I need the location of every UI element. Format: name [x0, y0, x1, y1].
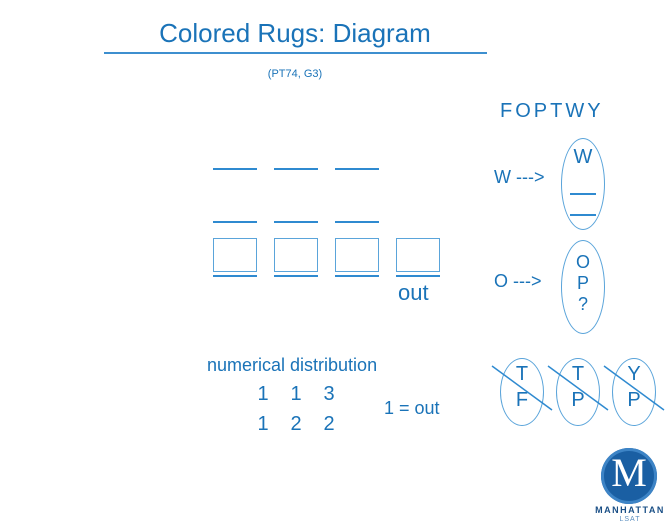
w-rule-label: W --->: [494, 167, 545, 187]
page-title: Colored Rugs: Diagram: [159, 18, 431, 48]
distribution-value: 1: [290, 383, 302, 405]
slot-line: [396, 275, 440, 277]
w-rule-blank: [570, 214, 596, 216]
page-subtitle: (PT74, G3): [267, 68, 323, 80]
distribution-value: 3: [323, 383, 335, 405]
logo-wordmark: MANHATTAN: [595, 505, 665, 515]
variable-letters: FOPTWY: [500, 100, 604, 122]
slot-box: [274, 238, 318, 272]
pair-ellipse: [612, 358, 656, 426]
pair-bottom: P: [571, 389, 585, 411]
w-rule-blank: [570, 193, 596, 195]
w-rule-ellipse: [561, 138, 605, 230]
pair-bottom: P: [627, 389, 641, 411]
distribution-title: numerical distribution: [207, 355, 378, 375]
slot-line: [213, 221, 257, 223]
slot-box: [213, 238, 257, 272]
cross-out-line: [547, 365, 609, 411]
o-rule-ellipse: [561, 240, 605, 334]
distribution-value: 2: [323, 413, 335, 435]
pair-bottom: F: [515, 389, 529, 411]
w-rule-top: W: [573, 146, 593, 168]
slot-line: [213, 275, 257, 277]
pair-ellipse: [556, 358, 600, 426]
distribution-note: 1 = out: [384, 398, 440, 418]
o-rule-label: O --->: [494, 271, 542, 291]
slot-line: [274, 221, 318, 223]
out-label: out: [398, 280, 429, 305]
o-rule-item: P: [576, 273, 589, 293]
o-rule-item: O: [575, 252, 590, 272]
slot-line: [274, 168, 318, 170]
slot-line: [335, 168, 379, 170]
logo-subtext: LSAT: [619, 516, 641, 523]
distribution-value: 1: [257, 413, 269, 435]
o-rule-item: ?: [577, 294, 588, 314]
slot-line: [335, 275, 379, 277]
cross-out-line: [491, 365, 553, 411]
slot-line: [335, 221, 379, 223]
pair-ellipse: [500, 358, 544, 426]
pair-top: T: [571, 363, 585, 385]
logo-letter: M: [611, 450, 647, 495]
out-slot-box: [396, 238, 440, 272]
title-underline: [104, 52, 487, 54]
slot-line: [274, 275, 318, 277]
distribution-value: 2: [290, 413, 302, 435]
slot-box: [335, 238, 379, 272]
cross-out-line: [603, 365, 665, 411]
slot-line: [213, 168, 257, 170]
pair-top: Y: [627, 363, 641, 385]
distribution-value: 1: [257, 383, 269, 405]
pair-top: T: [515, 363, 529, 385]
logo-badge: [601, 448, 657, 504]
